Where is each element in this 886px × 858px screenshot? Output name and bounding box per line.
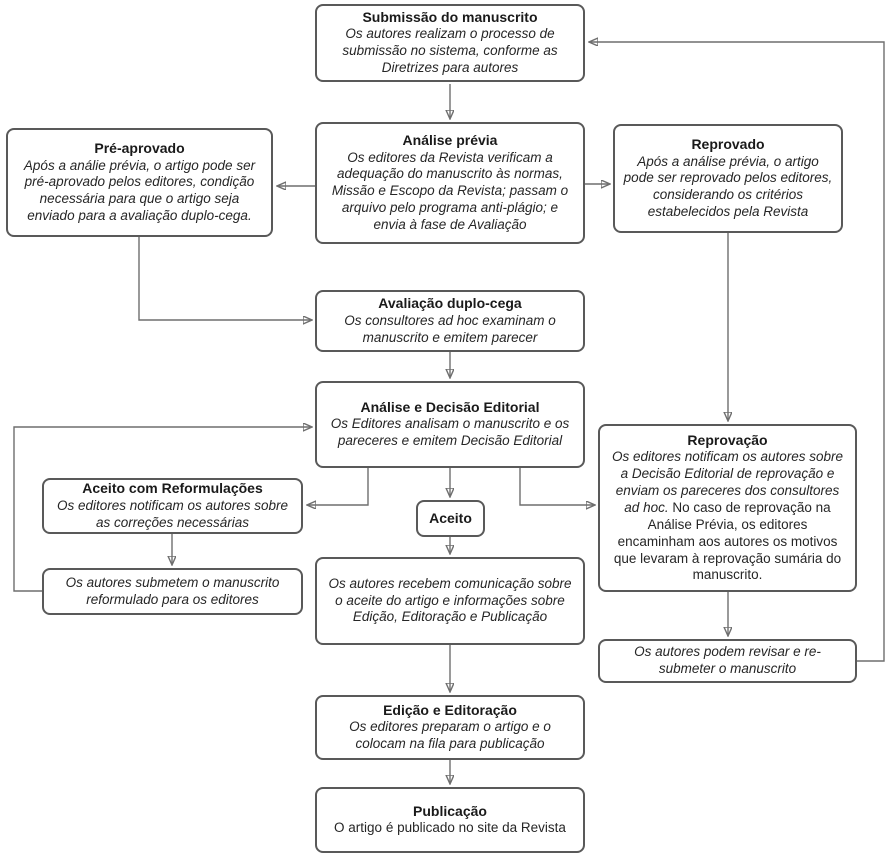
node-reprovacao: Reprovação Os editores notificam os auto… (598, 424, 857, 592)
node-publicacao: Publicação O artigo é publicado no site … (315, 787, 585, 853)
node-pre-aprovado-title: Pré-aprovado (94, 140, 185, 156)
node-aceito-reformulacoes: Aceito com Reformulações Os editores not… (42, 478, 303, 534)
node-revisar-resubmeter: Os autores podem revisar e re-submeter o… (598, 639, 857, 683)
node-submissao-body: Os autores realizam o processo de submis… (342, 26, 558, 76)
node-publicacao-body: O artigo é publicado no site da Revista (334, 820, 566, 836)
node-decisao-body: Os Editores analisam o manuscrito e os p… (330, 416, 570, 449)
node-analise-previa-title: Análise prévia (402, 132, 498, 149)
node-edicao-body: Os editores preparam o artigo e o coloca… (349, 719, 551, 752)
node-reprovacao-body-regular: No caso de reprovação na Análise Prévia,… (613, 499, 842, 583)
node-decisao-editorial: Análise e Decisão Editorial Os Editores … (315, 381, 585, 468)
node-pre-aprovado-body: Após a análie prévia, o artigo pode ser … (23, 157, 256, 224)
connector-decisao-to-aceito-reformulacoes (308, 468, 369, 505)
node-avaliacao-title: Avaliação duplo-cega (378, 295, 522, 312)
node-avaliacao-duplo-cega: Avaliação duplo-cega Os consultores ad h… (315, 290, 585, 352)
connector-decisao-to-reprovacao (519, 468, 594, 505)
node-aceito-reformulacoes-body: Os editores notificam os autores sobre a… (56, 497, 289, 530)
node-edicao-editoracao: Edição e Editoração Os editores preparam… (315, 695, 585, 760)
node-decisao-title: Análise e Decisão Editorial (360, 398, 540, 415)
node-reprovado: Reprovado Após a análise prévia, o artig… (613, 124, 843, 233)
node-reprovacao-body: Os editores notificam os autores sobre a… (608, 449, 847, 584)
node-pre-aprovado: Pré-aprovado Após a análie prévia, o art… (6, 128, 273, 237)
node-publicacao-title: Publicação (413, 802, 487, 819)
node-edicao-title: Edição e Editoração (383, 701, 517, 718)
node-aceito: Aceito (416, 500, 485, 537)
node-recebem-comunicacao: Os autores recebem comunicação sobre o a… (315, 557, 585, 645)
node-analise-previa-body: Os editores da Revista verificam a adequ… (331, 149, 569, 233)
node-aceito-reformulacoes-title: Aceito com Reformulações (82, 480, 263, 497)
node-recebem-comunicacao-body: Os autores recebem comunicação sobre o a… (328, 575, 572, 625)
node-avaliacao-body: Os consultores ad hoc examinam o manuscr… (344, 312, 556, 345)
node-reprovacao-title: Reprovação (687, 431, 768, 448)
node-aceito-title: Aceito (429, 509, 472, 526)
node-reprovado-title: Reprovado (691, 136, 765, 152)
node-analise-previa: Análise prévia Os editores da Revista ve… (315, 122, 585, 244)
node-submissao: Submissão do manuscrito Os autores reali… (315, 4, 585, 82)
node-reprovado-body: Após a análise prévia, o artigo pode ser… (623, 153, 833, 220)
node-submissao-title: Submissão do manuscrito (362, 8, 538, 25)
node-submetem-reformulado: Os autores submetem o manuscrito reformu… (42, 568, 303, 615)
node-revisar-resubmeter-body: Os autores podem revisar e re-submeter o… (634, 644, 821, 676)
connector-pre-aprovado-to-avaliacao (138, 237, 311, 320)
node-submetem-reformulado-body: Os autores submetem o manuscrito reformu… (65, 574, 280, 607)
node-reprovacao-body-italic: Os editores notificam os autores sobre a… (611, 449, 844, 515)
